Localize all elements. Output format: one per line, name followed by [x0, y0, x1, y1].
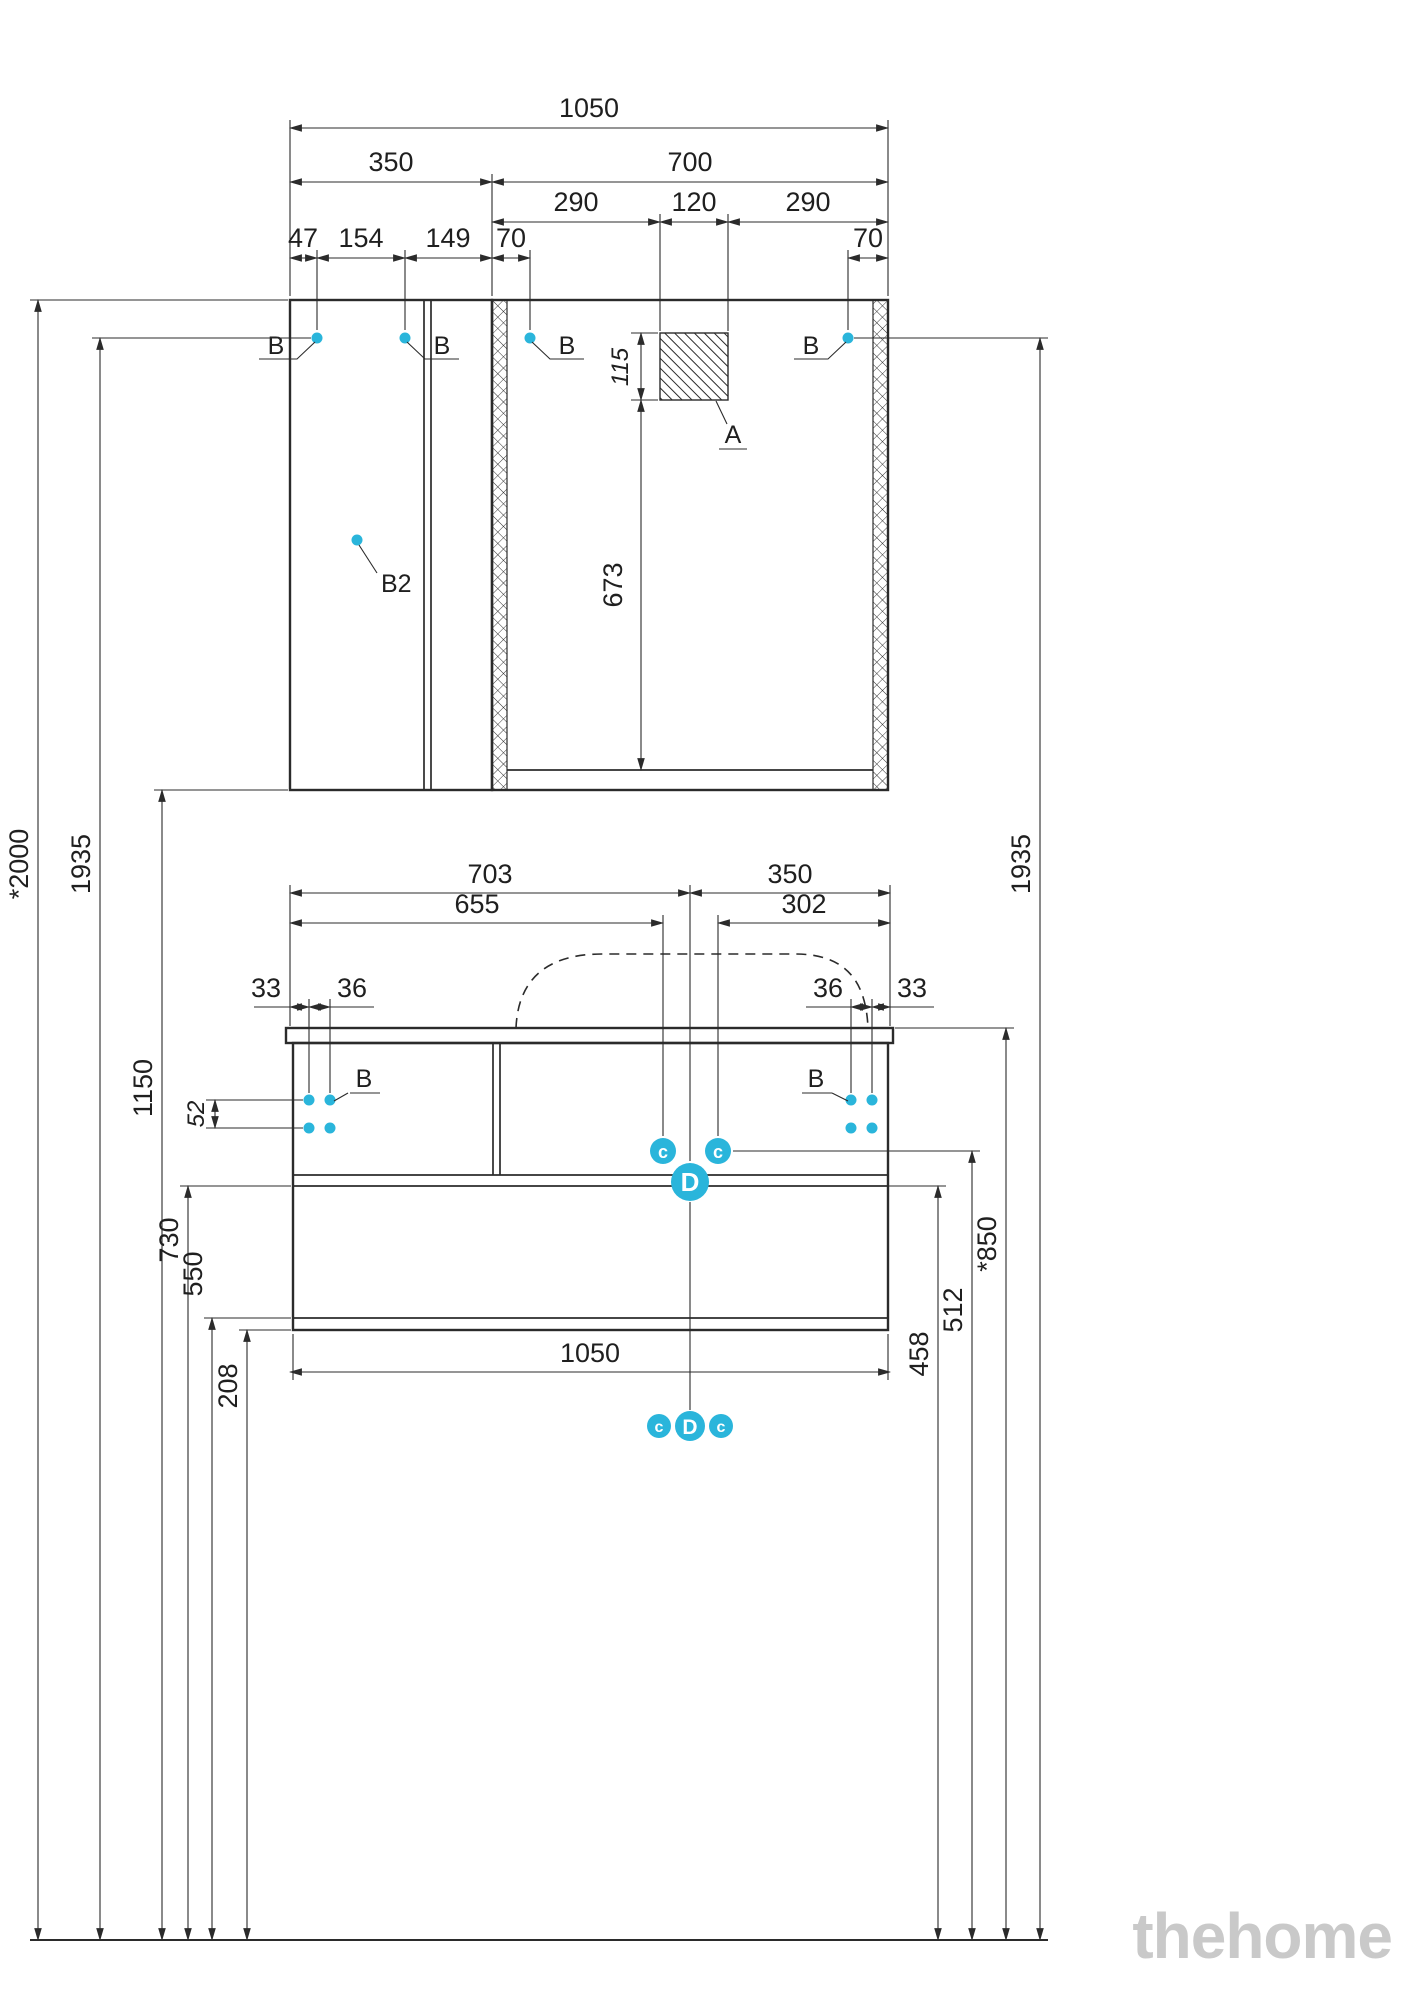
dim-bottom-36-left: 36	[337, 973, 367, 1003]
dim-height-1935-left: 1935	[66, 834, 96, 894]
bottom-dimension-lines	[34, 298, 1044, 1942]
dim-bottom-350: 350	[767, 859, 812, 889]
dim-height-550: 550	[178, 1251, 208, 1296]
label-hinge-b4: B	[803, 332, 820, 360]
washbasin-dashed-outline	[515, 953, 869, 1029]
node-c-left-label: c	[658, 1142, 668, 1162]
top-callouts: B B B B B2 A	[259, 332, 847, 598]
mirror-left-hatch-strip	[491, 299, 508, 791]
bottom-extension-lines	[30, 299, 1048, 1410]
node-d-top-label: D	[681, 1167, 700, 1197]
hinge-point-b4	[842, 332, 854, 344]
label-hinge-bottom-right: B	[808, 1065, 825, 1093]
node-c4	[709, 1414, 733, 1438]
node-d-top	[671, 1163, 709, 1201]
dim-top-120: 120	[671, 187, 716, 217]
dim-top-149: 149	[425, 223, 470, 253]
mounting-points-top	[311, 332, 854, 546]
dim-bottom-52: 52	[183, 1101, 210, 1128]
dim-height-458: 458	[904, 1331, 934, 1376]
dim-height-512: 512	[938, 1287, 968, 1332]
mounting-points-bottom	[303, 1094, 878, 1134]
dim-top-673: 673	[598, 562, 628, 607]
node-d-bottom-label: D	[682, 1416, 697, 1439]
dim-top-mirror-width: 700	[667, 147, 712, 177]
node-c-right	[705, 1138, 731, 1164]
vanity-outline	[284, 953, 895, 1332]
label-hinge-b3: B	[559, 332, 576, 360]
dim-top-overall-width: 1050	[559, 93, 619, 123]
dim-bottom-33-left: 33	[251, 973, 281, 1003]
dim-top-70-left: 70	[496, 223, 526, 253]
dim-bottom-703: 703	[467, 859, 512, 889]
detail-a-hatched-box	[659, 332, 729, 401]
node-c-left	[650, 1138, 676, 1164]
dim-height-730: 730	[154, 1217, 184, 1262]
label-hinge-b2: B	[434, 332, 451, 360]
dim-top-290-left: 290	[553, 187, 598, 217]
watermark: thehome	[1132, 1900, 1392, 1972]
dim-height-1935-right: 1935	[1006, 834, 1036, 894]
top-dimension-lines	[288, 124, 890, 772]
dim-height-208: 208	[213, 1363, 243, 1408]
dim-height-2000: *2000	[4, 829, 34, 900]
hinge-point-b3	[524, 332, 536, 344]
dim-top-115: 115	[607, 347, 634, 386]
dim-bottom-302: 302	[781, 889, 826, 919]
dim-top-70-right: 70	[853, 223, 883, 253]
connection-nodes: c c D c D c	[647, 1138, 733, 1441]
dim-height-1150: 1150	[128, 1059, 158, 1117]
dim-height-850: *850	[972, 1216, 1002, 1272]
dim-top-290-right: 290	[785, 187, 830, 217]
node-c3-label: c	[655, 1419, 664, 1436]
left-cabinet-box	[288, 298, 494, 792]
mirror-right-hatch-strip	[872, 299, 889, 791]
mirror-cabinet-outline	[288, 298, 890, 792]
countertop	[284, 1026, 895, 1045]
dim-bottom-33-right: 33	[897, 973, 927, 1003]
dim-top-47: 47	[288, 223, 318, 253]
dim-top-154: 154	[338, 223, 383, 253]
label-hinge-bottom-left: B	[356, 1065, 373, 1093]
label-detail-a: A	[725, 421, 742, 449]
bottom-callouts: B B	[333, 1065, 849, 1102]
hinge-point-b1	[311, 332, 323, 344]
dim-top-left-width: 350	[368, 147, 413, 177]
label-hinge-b1: B	[268, 332, 285, 360]
dim-bottom-655: 655	[454, 889, 499, 919]
label-b2: B2	[381, 570, 412, 598]
node-c3	[647, 1414, 671, 1438]
dim-bottom-1050: 1050	[560, 1338, 620, 1368]
node-c4-label: c	[717, 1419, 726, 1436]
node-c-right-label: c	[713, 1142, 723, 1162]
hinge-point-b2	[399, 332, 411, 344]
dim-bottom-36-right: 36	[813, 973, 843, 1003]
fixing-point-b2	[351, 534, 363, 546]
node-d-bottom	[675, 1411, 705, 1441]
